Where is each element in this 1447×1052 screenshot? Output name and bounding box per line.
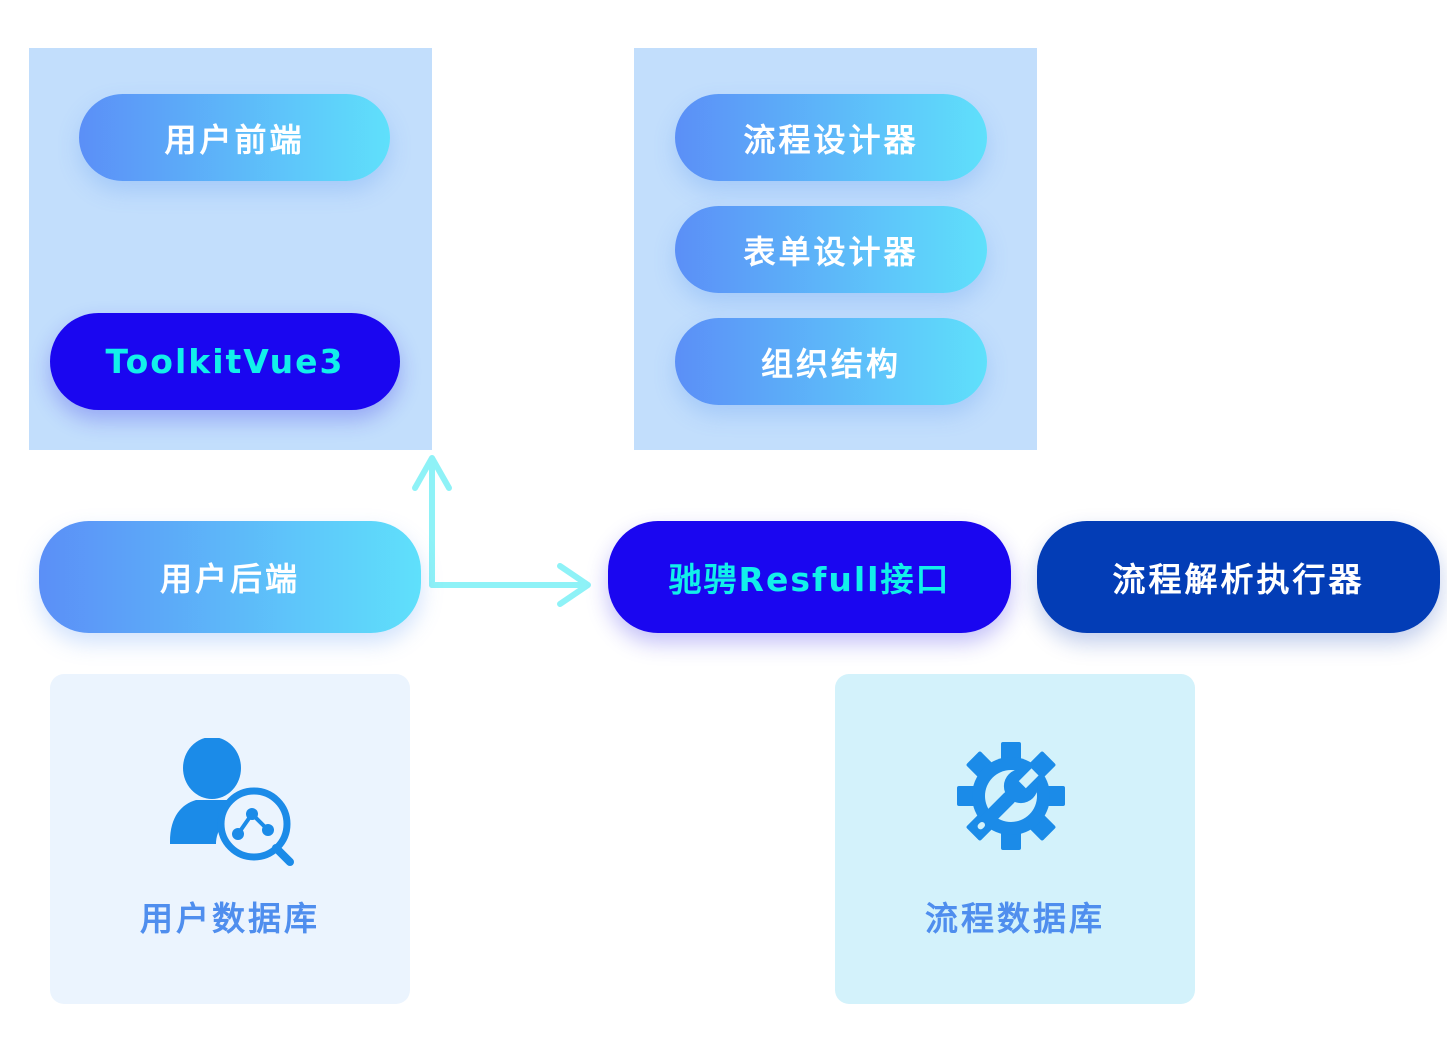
user-search-icon — [170, 738, 294, 866]
gear-wrench-icon — [957, 742, 1065, 850]
user-frontend-pill[interactable]: 用户前端 — [79, 94, 390, 181]
up-arrow-head — [412, 455, 452, 491]
user-database-label: 用户数据库 — [140, 899, 320, 938]
toolkit-vue3-pill[interactable]: ToolkitVue3 — [50, 313, 400, 410]
flow-designer-pill[interactable]: 流程设计器 — [675, 94, 987, 181]
user-backend-pill[interactable]: 用户后端 — [39, 521, 421, 633]
resfull-api-pill[interactable]: 驰骋Resfull接口 — [608, 521, 1011, 633]
flow-database-card[interactable]: 流程数据库 — [835, 674, 1195, 1004]
right-arrow-head — [557, 563, 591, 607]
org-structure-pill[interactable]: 组织结构 — [675, 318, 987, 405]
flow-engine-pill[interactable]: 流程解析执行器 — [1037, 521, 1440, 633]
user-database-card[interactable]: 用户数据库 — [50, 674, 410, 1004]
flow-database-label: 流程数据库 — [925, 899, 1105, 938]
form-designer-pill[interactable]: 表单设计器 — [675, 206, 987, 293]
